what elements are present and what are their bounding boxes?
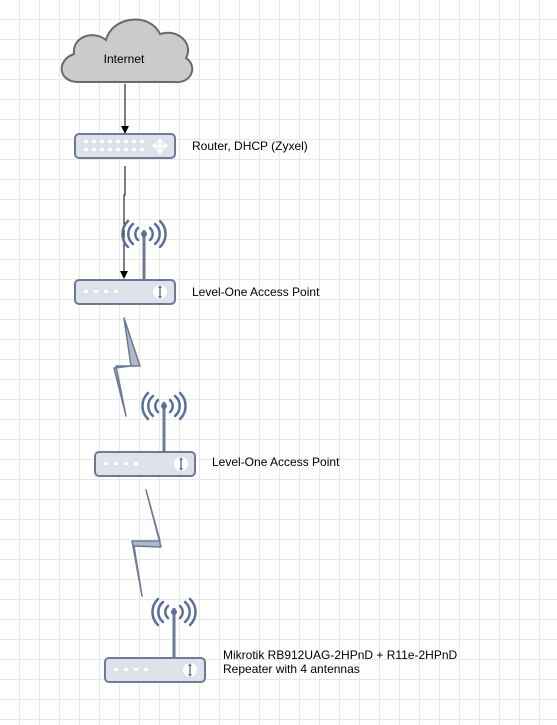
status-lights [114, 668, 148, 671]
router-ports [84, 140, 144, 151]
wireless-antenna-icon [141, 391, 187, 452]
access-point-1-device[interactable] [74, 219, 176, 305]
internet-label: Internet [103, 52, 145, 66]
repeater-device[interactable] [104, 597, 206, 683]
status-lights [104, 462, 138, 465]
access-point-2-device[interactable] [94, 391, 196, 477]
wireless-antenna-icon [151, 597, 197, 658]
vertical-arrows-icon [153, 285, 167, 299]
router-label: Router, DHCP (Zyxel) [192, 139, 308, 153]
access-point-1-label: Level-One Access Point [192, 285, 320, 299]
access-point-2-label: Level-One Access Point [212, 455, 340, 469]
status-lights [84, 290, 118, 293]
vertical-arrows-icon [183, 663, 197, 677]
vertical-arrows-icon [174, 457, 188, 471]
router-arrows-icon [151, 137, 169, 155]
internet-cloud[interactable] [60, 18, 194, 84]
wireless-antenna-icon [121, 219, 167, 280]
connector-router-ap1 [120, 166, 128, 279]
repeater-label-line-1: Mikrotik RB912UAG-2HPnD + R11e-2HPnD [223, 648, 458, 662]
router-device[interactable] [74, 133, 176, 159]
repeater-label-line-2: Repeater with 4 antennas [223, 662, 360, 676]
wireless-link-2 [131, 489, 162, 597]
repeater-label: Mikrotik RB912UAG-2HPnD + R11e-2HPnD Rep… [223, 648, 457, 676]
wireless-link-1 [113, 317, 141, 417]
